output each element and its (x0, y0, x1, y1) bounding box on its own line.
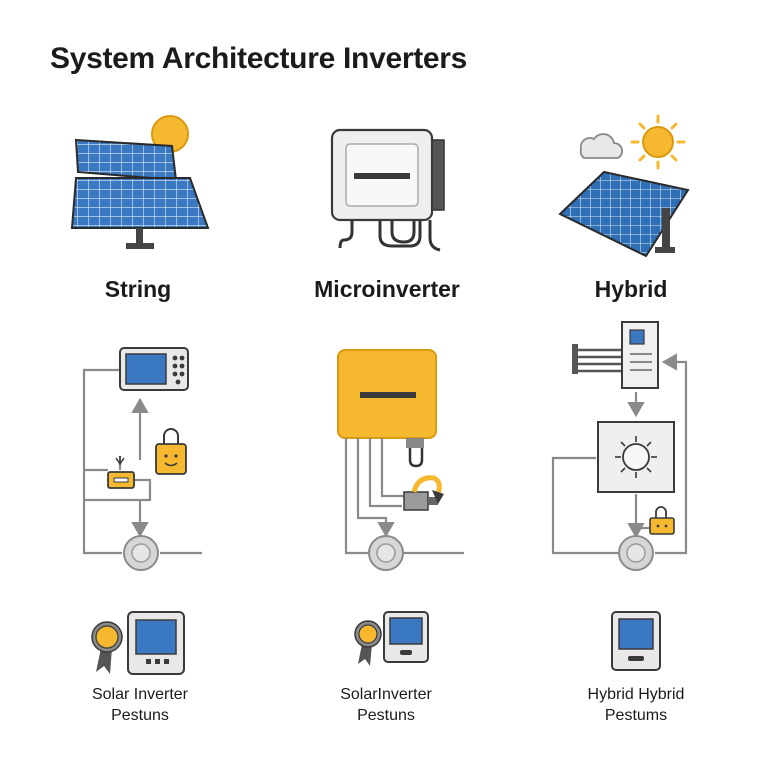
hybrid-wiring-diagram (551, 353, 688, 555)
string-grid-meter-icon (123, 535, 159, 571)
microinverter-unit-icon (330, 128, 445, 252)
microinverter-yellow-unit-icon (337, 349, 437, 468)
hybrid-inverter-hub-icon (597, 421, 675, 493)
solar-combiner-rack-icon (572, 344, 622, 374)
battery-bag-icon (155, 428, 187, 475)
page-title: System Architecture Inverters (50, 42, 468, 75)
string-tablet-icon (127, 611, 185, 675)
string-monitor-device-icon (119, 347, 189, 391)
caption-string-line1: Solar Inverter (91, 686, 189, 703)
hybrid-solar-panel-icon (558, 114, 690, 258)
microinverter-tablet-icon (383, 611, 429, 663)
caption-hybrid-line2: Pestums (604, 707, 668, 724)
string-ribbon-badge-icon (91, 621, 123, 674)
string-fuse-box-icon (107, 456, 135, 489)
caption-microinverter-line2: Pestuns (357, 707, 415, 724)
caption-microinverter-line1: SolarInverter (340, 686, 432, 703)
microinverter-grid-meter-icon (368, 535, 404, 571)
caption-hybrid: Hybrid Hybrid Pestums (516, 684, 756, 726)
column-label-string: String (104, 276, 172, 302)
hybrid-tablet-icon (611, 611, 661, 671)
microinverter-ribbon-badge-icon (354, 620, 382, 666)
junction-box-icon (403, 475, 444, 511)
hybrid-battery-icon (649, 506, 675, 535)
caption-hybrid-line1: Hybrid Hybrid (587, 686, 685, 703)
caption-string: Solar Inverter Pestuns (20, 684, 260, 726)
column-label-hybrid: Hybrid (594, 276, 668, 302)
string-solar-panels-icon (70, 115, 210, 249)
hybrid-monitor-panel-icon (621, 321, 659, 389)
microinverter-wiring-diagram (344, 438, 464, 555)
caption-microinverter: SolarInverter Pestuns (266, 684, 506, 726)
caption-string-line2: Pestuns (111, 707, 169, 724)
column-label-microinverter: Microinverter (314, 276, 460, 302)
hybrid-grid-meter-icon (618, 535, 654, 571)
